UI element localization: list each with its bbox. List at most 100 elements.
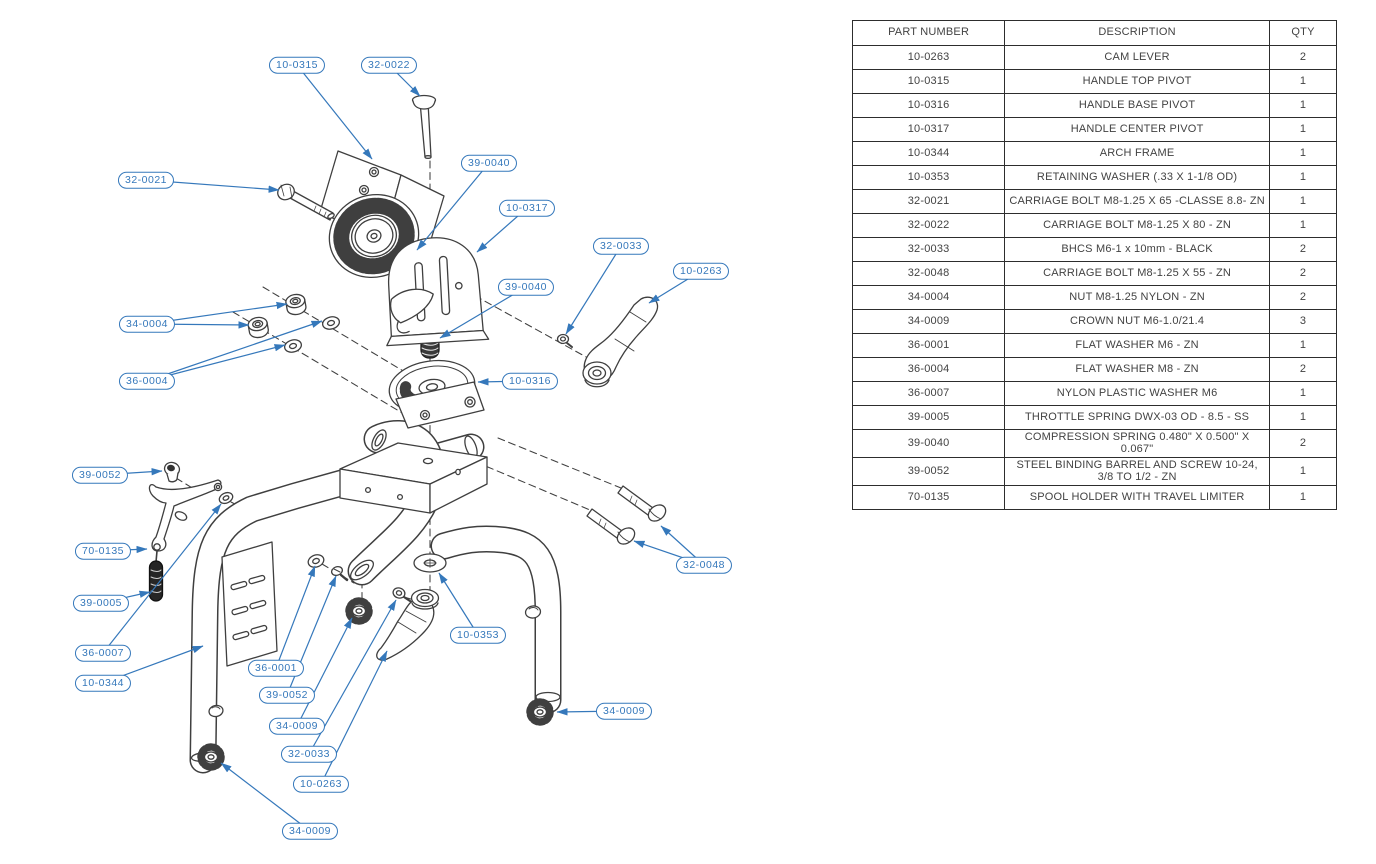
qty-cell: 2 bbox=[1269, 357, 1337, 382]
arch-frame-drawing bbox=[189, 420, 562, 774]
part-number-cell: 10-0317 bbox=[851, 117, 1006, 142]
leader-line bbox=[320, 650, 388, 785]
qty-cell: 2 bbox=[1269, 429, 1337, 458]
leader-line bbox=[439, 286, 527, 339]
qty-cell: 1 bbox=[1269, 381, 1337, 406]
leader-line bbox=[660, 525, 705, 566]
qty-cell: 2 bbox=[1269, 45, 1337, 70]
carriage-bolt-55-drawing-1 bbox=[617, 485, 667, 522]
part-number-cell: 36-0004 bbox=[851, 357, 1006, 382]
description-cell: HANDLE TOP PIVOT bbox=[1004, 69, 1271, 94]
leader-line bbox=[286, 575, 337, 696]
part-number-cell: 34-0004 bbox=[851, 285, 1006, 310]
exploded-diagram bbox=[148, 94, 667, 774]
description-cell: ARCH FRAME bbox=[1004, 141, 1271, 166]
part-number-cell: 10-0315 bbox=[851, 69, 1006, 94]
description-cell: FLAT WASHER M6 - ZN bbox=[1004, 333, 1271, 358]
handle-top-pivot-drawing bbox=[319, 150, 445, 279]
description-cell: CARRIAGE BOLT M8-1.25 X 65 -CLASSE 8.8- … bbox=[1004, 189, 1271, 214]
leader-line bbox=[146, 320, 323, 382]
part-number-cell: 34-0009 bbox=[851, 309, 1006, 334]
crown-nut-drawing-2 bbox=[526, 698, 554, 726]
part-number-cell: 10-0344 bbox=[851, 141, 1006, 166]
leader-line bbox=[102, 545, 148, 554]
leader-line bbox=[146, 344, 286, 382]
qty-cell: 1 bbox=[1269, 213, 1337, 238]
qty-cell: 1 bbox=[1269, 117, 1337, 142]
qty-cell: 1 bbox=[1269, 189, 1337, 214]
description-cell: CARRIAGE BOLT M8-1.25 X 80 - ZN bbox=[1004, 213, 1271, 238]
leader-line bbox=[416, 162, 490, 251]
description-cell: RETAINING WASHER (.33 X 1-1/8 OD) bbox=[1004, 165, 1271, 190]
leader-line bbox=[102, 645, 204, 684]
qty-cell: 1 bbox=[1269, 165, 1337, 190]
description-cell: COMPRESSION SPRING 0.480" X 0.500" X 0.0… bbox=[1004, 429, 1271, 458]
retaining-washer-drawing bbox=[413, 553, 447, 573]
description-cell: CAM LEVER bbox=[1004, 45, 1271, 70]
part-number-cell: 32-0021 bbox=[851, 189, 1006, 214]
description-cell: NYLON PLASTIC WASHER M6 bbox=[1004, 381, 1271, 406]
description-cell: BHCS M6-1 x 10mm - BLACK bbox=[1004, 237, 1271, 262]
qty-cell: 3 bbox=[1269, 309, 1337, 334]
bhcs-screw-top-drawing bbox=[556, 333, 573, 348]
description-cell: THROTTLE SPRING DWX-03 OD - 8.5 - SS bbox=[1004, 405, 1271, 430]
leader-line bbox=[565, 245, 622, 335]
part-number-cell: 10-0353 bbox=[851, 165, 1006, 190]
crown-nut-drawing-1 bbox=[345, 597, 373, 625]
leader-line bbox=[477, 378, 531, 386]
part-number-cell: 36-0001 bbox=[851, 333, 1006, 358]
cam-lever-top-drawing bbox=[582, 296, 659, 388]
leader-line bbox=[633, 540, 705, 566]
leader-line bbox=[99, 467, 163, 476]
table-header-row: PART NUMBER DESCRIPTION QTY bbox=[851, 20, 1337, 46]
part-number-cell: 36-0007 bbox=[851, 381, 1006, 406]
binding-screw-drawing bbox=[330, 565, 349, 582]
flat-washer-m8-drawing-1 bbox=[321, 316, 341, 330]
description-cell: CROWN NUT M6-1.0/21.4 bbox=[1004, 309, 1271, 334]
part-number-cell: 32-0022 bbox=[851, 213, 1006, 238]
leader-line bbox=[146, 321, 250, 329]
binding-barrel-drawing bbox=[163, 461, 181, 483]
qty-cell: 2 bbox=[1269, 237, 1337, 262]
bhcs-screw-bottom-drawing bbox=[392, 587, 412, 603]
crown-nut-drawing-3 bbox=[197, 743, 225, 771]
leader-line bbox=[146, 301, 288, 325]
handle-base-pivot-drawing bbox=[388, 359, 485, 429]
leader-line bbox=[388, 64, 421, 97]
description-cell: SPOOL HOLDER WITH TRAVEL LIMITER bbox=[1004, 485, 1271, 510]
leader-line bbox=[476, 207, 528, 253]
qty-cell: 1 bbox=[1269, 93, 1337, 118]
description-cell: FLAT WASHER M8 - ZN bbox=[1004, 357, 1271, 382]
handle-center-pivot-drawing bbox=[386, 237, 490, 347]
flat-washer-m6-drawing bbox=[307, 554, 325, 568]
part-number-cell: 32-0048 bbox=[851, 261, 1006, 286]
part-number-cell: 32-0033 bbox=[851, 237, 1006, 262]
qty-cell: 1 bbox=[1269, 141, 1337, 166]
leader-line bbox=[100, 590, 151, 604]
flat-washer-m8-drawing-2 bbox=[283, 339, 303, 353]
qty-cell: 1 bbox=[1269, 405, 1337, 430]
carriage-bolt-55-drawing-2 bbox=[586, 508, 636, 545]
part-number-cell: 10-0316 bbox=[851, 93, 1006, 118]
qty-cell: 1 bbox=[1269, 485, 1337, 510]
leader-lines-layer bbox=[99, 64, 705, 832]
description-cell: STEEL BINDING BARREL AND SCREW 10-24, 3/… bbox=[1004, 457, 1271, 486]
leader-line bbox=[296, 617, 353, 727]
leader-line bbox=[556, 708, 625, 716]
part-number-cell: 39-0040 bbox=[851, 429, 1006, 458]
qty-cell: 1 bbox=[1269, 457, 1337, 486]
